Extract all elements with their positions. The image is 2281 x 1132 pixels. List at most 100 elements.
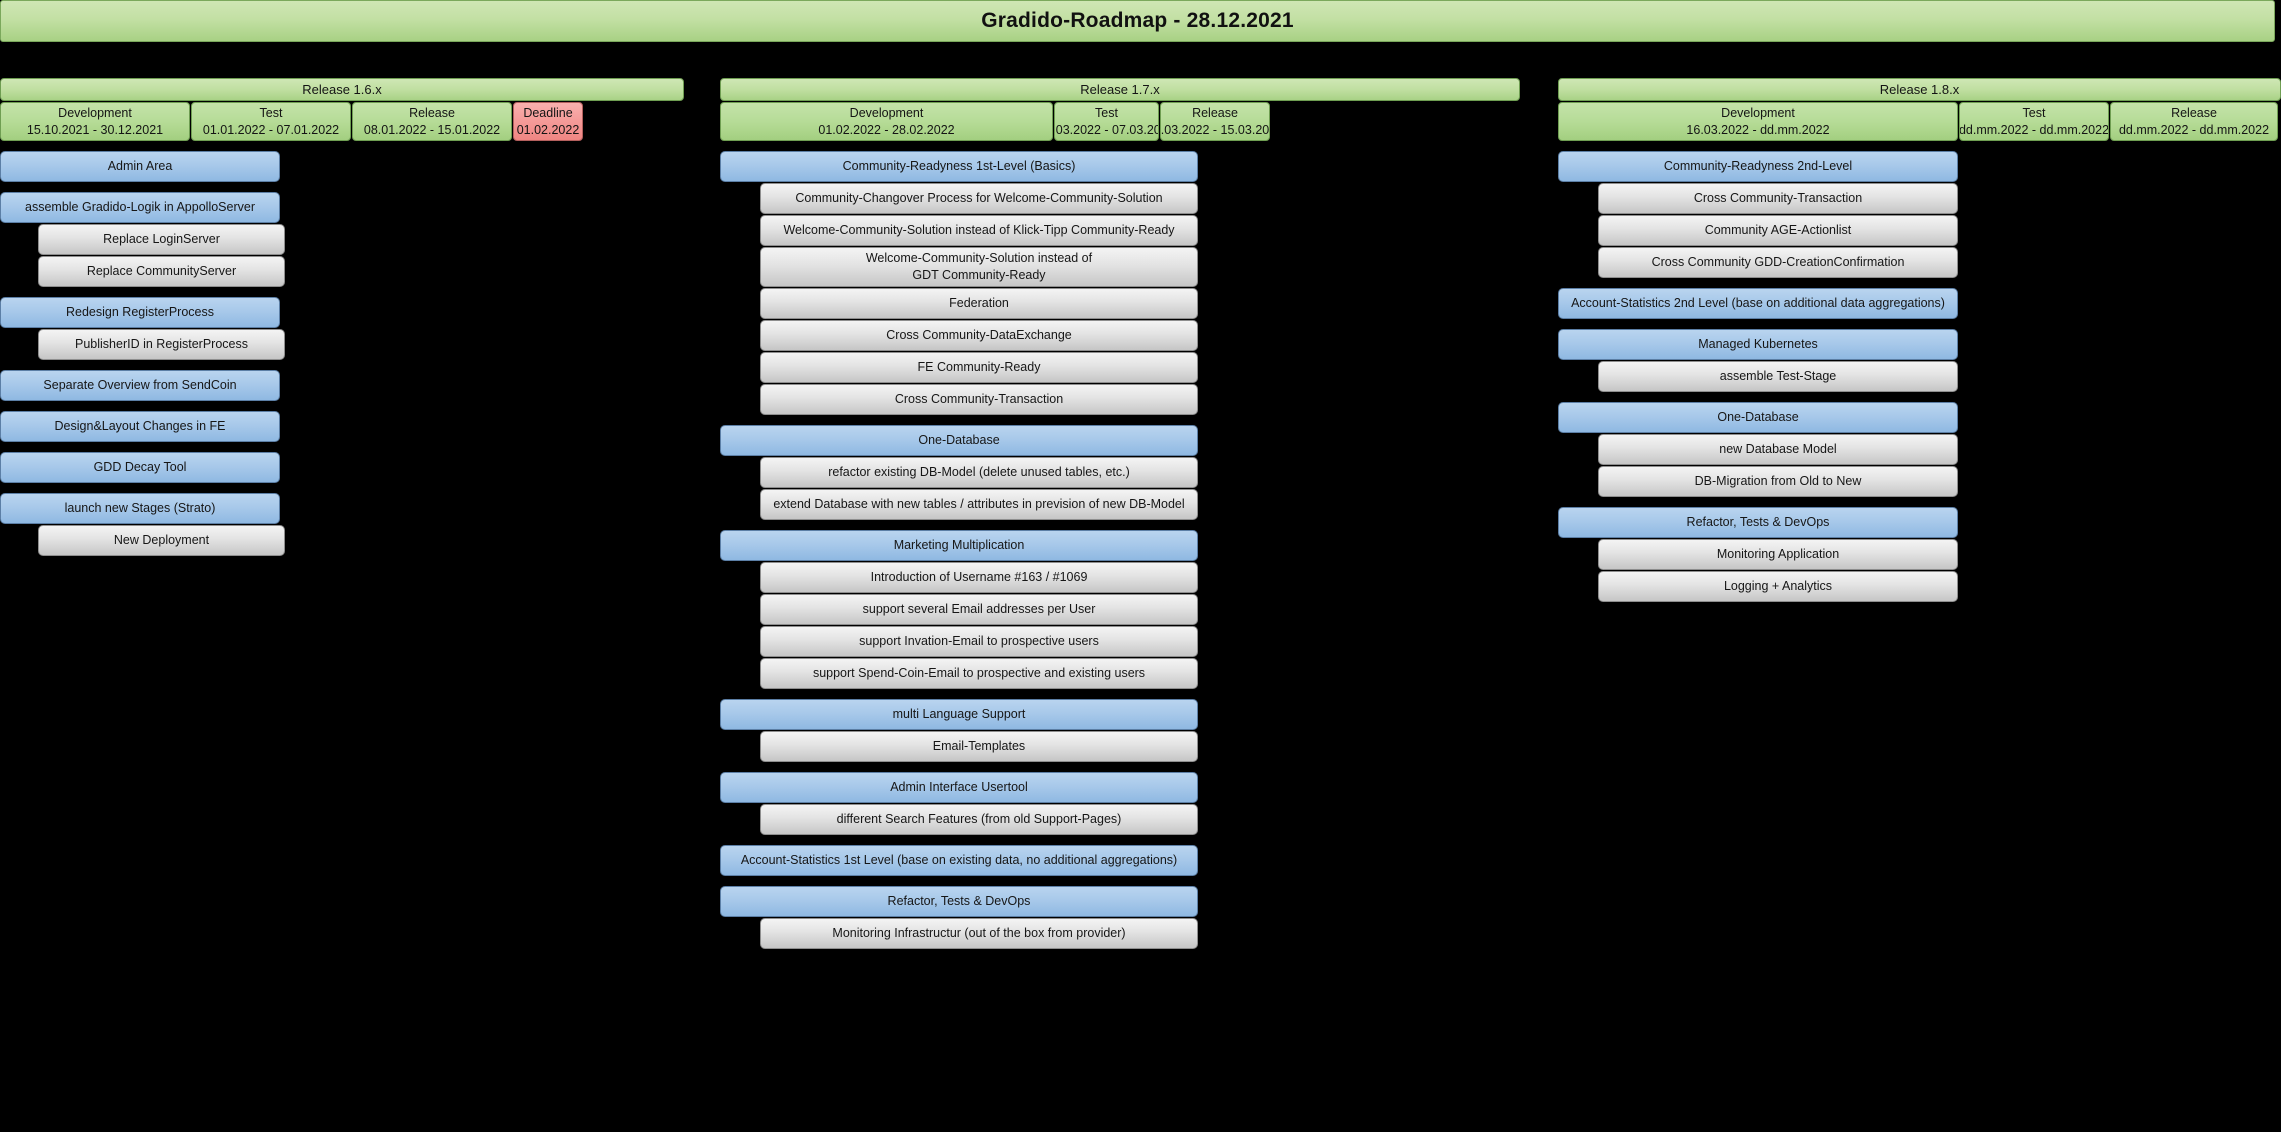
task-child[interactable]: New Deployment	[38, 525, 285, 556]
task-parent[interactable]: GDD Decay Tool	[0, 452, 280, 483]
phase-name: Test	[2022, 105, 2046, 120]
task-child[interactable]: Email-Templates	[760, 731, 1198, 762]
phase-name: Development	[849, 105, 924, 120]
task-parent[interactable]: Community-Readyness 1st-Level (Basics)	[720, 151, 1198, 182]
task-parent[interactable]: One-Database	[1558, 402, 1958, 433]
phase-name: Development	[58, 105, 132, 120]
task-child[interactable]: PublisherID in RegisterProcess	[38, 329, 285, 360]
task-child[interactable]: Welcome-Community-Solution instead of GD…	[760, 247, 1198, 287]
task-parent[interactable]: assemble Gradido-Logik in AppolloServer	[0, 192, 280, 223]
phase-row: Development 01.02.2022 - 28.02.2022 Test 01…	[720, 102, 1520, 141]
release-title: Release 1.8.x	[1558, 78, 2281, 101]
task-child[interactable]: FE Community-Ready	[760, 352, 1198, 383]
task-group: Community-Readyness 1st-Level (Basics)Co…	[720, 151, 1520, 415]
task-child[interactable]: new Database Model	[1598, 434, 1958, 465]
task-child[interactable]: assemble Test-Stage	[1598, 361, 1958, 392]
task-parent[interactable]: Account-Statistics 2nd Level (base on ad…	[1558, 288, 1958, 319]
task-child[interactable]: support several Email addresses per User	[760, 594, 1198, 625]
phase-name: Test	[1095, 105, 1118, 120]
task-child[interactable]: extend Database with new tables / attrib…	[760, 489, 1198, 520]
task-parent[interactable]: Redesign RegisterProcess	[0, 297, 280, 328]
phase-name: Release	[409, 105, 455, 120]
task-parent[interactable]: multi Language Support	[720, 699, 1198, 730]
task-parent[interactable]: Separate Overview from SendCoin	[0, 370, 280, 401]
phase-name: Development	[1721, 105, 1795, 120]
task-child[interactable]: Cross Community-Transaction	[1598, 183, 1958, 214]
phase-cell[interactable]: Release 08.03.2022 - 15.03.2022	[1160, 102, 1270, 141]
phase-name: Test	[259, 105, 283, 120]
task-child[interactable]: Cross Community-DataExchange	[760, 320, 1198, 351]
task-child[interactable]: Introduction of Username #163 / #1069	[760, 562, 1198, 593]
task-parent[interactable]: Managed Kubernetes	[1558, 329, 1958, 360]
task-child[interactable]: Cross Community GDD-CreationConfirmation	[1598, 247, 1958, 278]
task-group: Account-Statistics 1st Level (base on ex…	[720, 845, 1520, 876]
task-child[interactable]: Welcome-Community-Solution instead of Kl…	[760, 215, 1198, 246]
task-child[interactable]: Monitoring Application	[1598, 539, 1958, 570]
roadmap-title-bar: Gradido-Roadmap - 28.12.2021	[0, 0, 2275, 42]
phase-dates: 01.02.2022 - 28.02.2022	[818, 122, 955, 137]
release-title: Release 1.7.x	[720, 78, 1520, 101]
phase-cell[interactable]: Release 08.01.2022 - 15.01.2022	[352, 102, 512, 141]
task-child[interactable]: Community AGE-Actionlist	[1598, 215, 1958, 246]
task-parent[interactable]: Refactor, Tests & DevOps	[1558, 507, 1958, 538]
phase-cell[interactable]: Development 01.02.2022 - 28.02.2022	[720, 102, 1053, 141]
release-title: Release 1.6.x	[0, 78, 684, 101]
task-parent[interactable]: Admin Interface Usertool	[720, 772, 1198, 803]
task-child[interactable]: different Search Features (from old Supp…	[760, 804, 1198, 835]
task-child[interactable]: Monitoring Infrastructur (out of the box…	[760, 918, 1198, 949]
task-child[interactable]: Community-Changover Process for Welcome-…	[760, 183, 1198, 214]
task-group: GDD Decay Tool	[0, 452, 684, 483]
task-child[interactable]: Replace CommunityServer	[38, 256, 285, 287]
task-parent[interactable]: Admin Area	[0, 151, 280, 182]
task-parent[interactable]: launch new Stages (Strato)	[0, 493, 280, 524]
phase-dates: 01.02.2022	[516, 122, 580, 137]
phase-dates: 08.03.2022 - 15.03.2022	[1160, 122, 1270, 137]
phase-cell[interactable]: Development 16.03.2022 - dd.mm.2022	[1558, 102, 1958, 141]
phase-cell[interactable]: Test 01.03.2022 - 07.03.2022	[1054, 102, 1159, 141]
task-child[interactable]: refactor existing DB-Model (delete unuse…	[760, 457, 1198, 488]
task-parent[interactable]: One-Database	[720, 425, 1198, 456]
task-parent[interactable]: Account-Statistics 1st Level (base on ex…	[720, 845, 1198, 876]
task-child[interactable]: support Invation-Email to prospective us…	[760, 626, 1198, 657]
task-child[interactable]: Cross Community-Transaction	[760, 384, 1198, 415]
task-parent[interactable]: Design&Layout Changes in FE	[0, 411, 280, 442]
task-parent[interactable]: Community-Readyness 2nd-Level	[1558, 151, 1958, 182]
task-group: Admin Area	[0, 151, 684, 182]
page-title: Gradido-Roadmap - 28.12.2021	[981, 9, 1294, 32]
phase-name: Release	[1192, 105, 1238, 120]
task-group: Account-Statistics 2nd Level (base on ad…	[1558, 288, 2281, 319]
phase-name: Release	[2171, 105, 2217, 120]
phase-dates: 08.01.2022 - 15.01.2022	[363, 122, 501, 137]
task-parent[interactable]: Refactor, Tests & DevOps	[720, 886, 1198, 917]
task-child[interactable]: Logging + Analytics	[1598, 571, 1958, 602]
phase-dates: 16.03.2022 - dd.mm.2022	[1686, 122, 1830, 137]
task-child[interactable]: DB-Migration from Old to New	[1598, 466, 1958, 497]
task-child[interactable]: Federation	[760, 288, 1198, 319]
task-child[interactable]: Replace LoginServer	[38, 224, 285, 255]
phase-dates: 01.03.2022 - 07.03.2022	[1054, 122, 1158, 137]
task-group: launch new Stages (Strato)New Deployment	[0, 493, 684, 556]
task-child[interactable]: support Spend-Coin-Email to prospective …	[760, 658, 1198, 689]
task-parent[interactable]: Marketing Multiplication	[720, 530, 1198, 561]
